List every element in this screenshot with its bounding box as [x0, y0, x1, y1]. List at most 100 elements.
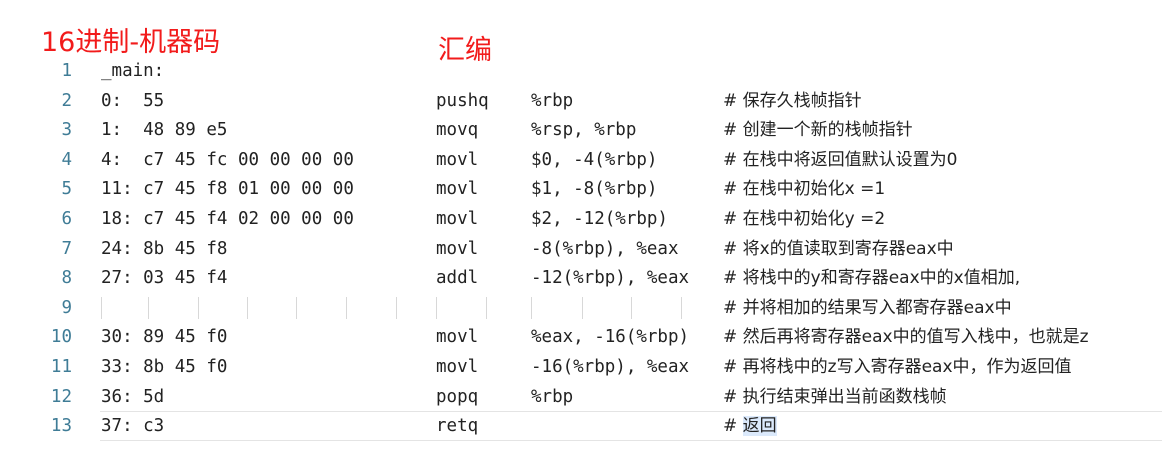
current-line-highlight	[100, 411, 1162, 442]
comment-text: 将x的值读取到寄存器eax中	[742, 238, 954, 259]
machine-code: 18: c7 45 f4 02 00 00 00	[101, 209, 354, 229]
mnemonic: movl	[436, 357, 479, 377]
mnemonic: addl	[436, 268, 479, 289]
comment: # 保存久栈帧指针	[723, 86, 862, 116]
code-line[interactable]: 13 37: c3 retq # 返回	[0, 411, 1176, 442]
machine-code: 30: 89 45 f0	[101, 327, 228, 348]
comment: # 再将栈中的z写入寄存器eax中，作为返回值	[723, 352, 1072, 382]
line-number: 2	[61, 90, 72, 111]
line-number: 11	[50, 357, 72, 377]
mnemonic: movl	[436, 327, 479, 348]
machine-code: 33: 8b 45 f0	[101, 357, 228, 377]
operands: -8(%rbp), %eax	[531, 238, 679, 259]
comment-text: 在栈中初始化y =2	[742, 209, 886, 229]
comment: # 然后再将寄存器eax中的值写入栈中，也就是z	[723, 322, 1089, 352]
line-number: 9	[61, 297, 72, 318]
mnemonic: movq	[436, 120, 479, 141]
comment-text: 保存久栈帧指针	[742, 90, 862, 111]
machine-code: 4: c7 45 fc 00 00 00 00	[101, 149, 354, 170]
comment: # 执行结束弹出当前函数栈帧	[723, 382, 947, 412]
line-number: 4	[61, 149, 72, 170]
line-number: 1	[61, 61, 72, 81]
operands: $1, -8(%rbp)	[531, 179, 658, 200]
comment-text: 然后再将寄存器eax中的值写入栈中，也就是z	[742, 327, 1089, 348]
operands: %rbp	[531, 90, 574, 111]
line-number: 5	[61, 179, 72, 200]
comment: # 将x的值读取到寄存器eax中	[723, 234, 954, 264]
machine-code: 11: c7 45 f8 01 00 00 00	[101, 179, 354, 200]
operands: %rbp	[531, 386, 574, 407]
indent-guide	[582, 296, 583, 319]
mnemonic: pushq	[436, 90, 489, 111]
comment: # 并将相加的结果写入都寄存器eax中	[723, 293, 1012, 323]
code-line[interactable]: 10 30: 89 45 f0 movl %eax, -16(%rbp) # 然后再将寄…	[0, 322, 1176, 352]
operands: $0, -4(%rbp)	[531, 149, 658, 170]
comment-text: 将栈中的y和寄存器eax中的x值相加,	[742, 268, 1021, 289]
indent-guide	[396, 296, 397, 319]
machine-code: 36: 5d	[101, 386, 165, 407]
comment-text: 创建一个新的栈帧指针	[742, 120, 913, 141]
operands: -16(%rbp), %eax	[531, 357, 690, 377]
machine-code: _main:	[101, 61, 165, 81]
assembly-annotation: 汇编	[438, 35, 492, 66]
line-number: 3	[61, 120, 72, 141]
code-line[interactable]: 5 11: c7 45 f8 01 00 00 00 movl $1, -8(%rbp…	[0, 174, 1176, 204]
comment-text: 执行结束弹出当前函数栈帧	[742, 386, 947, 407]
comment: # 将栈中的y和寄存器eax中的x值相加,	[723, 263, 1020, 293]
code-line[interactable]: 12 36: 5d popq %rbp # 执行结束弹出当前函数栈帧	[0, 382, 1176, 412]
comment-hash: #	[723, 120, 743, 141]
line-number: 13	[50, 416, 72, 437]
mnemonic: retq	[436, 416, 479, 437]
line-number: 12	[50, 386, 72, 407]
comment-hash: #	[723, 90, 743, 111]
comment-hash: #	[723, 149, 743, 170]
comment-hash: #	[723, 416, 743, 437]
mnemonic: movl	[436, 209, 479, 229]
operands: %eax, -16(%rbp)	[531, 327, 690, 348]
line-number: 6	[61, 209, 72, 229]
code-line[interactable]: 2 0: 55 pushq %rbp # 保存久栈帧指针	[0, 86, 1176, 116]
comment-hash: #	[723, 268, 743, 289]
indent-guide	[296, 296, 297, 319]
indent-guide	[531, 296, 532, 319]
comment: # 在栈中初始化x =1	[723, 174, 885, 204]
indent-guide	[631, 296, 632, 319]
machine-code: 1: 48 89 e5	[101, 120, 228, 141]
comment-hash: #	[723, 238, 743, 259]
comment-hash: #	[723, 179, 743, 200]
mnemonic: movl	[436, 238, 479, 259]
operands: -12(%rbp), %eax	[531, 268, 690, 289]
mnemonic: movl	[436, 179, 479, 200]
comment-hash: #	[723, 209, 743, 229]
indent-guide	[486, 296, 487, 319]
code-line[interactable]: 1 _main:	[0, 56, 1176, 86]
code-line[interactable]: 8 27: 03 45 f4 addl -12(%rbp), %eax # 将栈中的y和…	[0, 263, 1176, 293]
comment-hash: #	[723, 386, 743, 407]
machine-code: 37: c3	[101, 416, 165, 437]
comment: # 创建一个新的栈帧指针	[723, 115, 913, 145]
code-line[interactable]: 11 33: 8b 45 f0 movl -16(%rbp), %eax # 再将栈中的…	[0, 352, 1176, 382]
line-number: 7	[61, 238, 72, 259]
code-line[interactable]: 9 # 并将相加的结果写入都寄存器eax中	[0, 293, 1176, 323]
mnemonic: movl	[436, 149, 479, 170]
comment-hash: #	[723, 327, 743, 348]
indent-guide	[681, 296, 682, 319]
comment-text: 并将相加的结果写入都寄存器eax中	[742, 297, 1012, 318]
comment-hash: #	[723, 357, 743, 377]
code-line[interactable]: 4 4: c7 45 fc 00 00 00 00 movl $0, -4(%rbp)…	[0, 145, 1176, 175]
comment-text: 再将栈中的z写入寄存器eax中，作为返回值	[742, 357, 1072, 377]
code-line[interactable]: 3 1: 48 89 e5 movq %rsp, %rbp # 创建一个新的栈帧指针	[0, 115, 1176, 145]
machine-code: 0: 55	[101, 90, 165, 111]
line-number: 10	[50, 327, 72, 348]
indent-guide	[198, 296, 199, 319]
comment-hash: #	[723, 297, 743, 318]
line-number: 8	[61, 268, 72, 289]
indent-guide	[346, 296, 347, 319]
operands: %rsp, %rbp	[531, 120, 637, 141]
mnemonic: popq	[436, 386, 479, 407]
machine-code-annotation: 16进制-机器码	[41, 27, 221, 58]
comment: # 返回	[723, 411, 777, 441]
machine-code: 27: 03 45 f4	[101, 268, 228, 289]
